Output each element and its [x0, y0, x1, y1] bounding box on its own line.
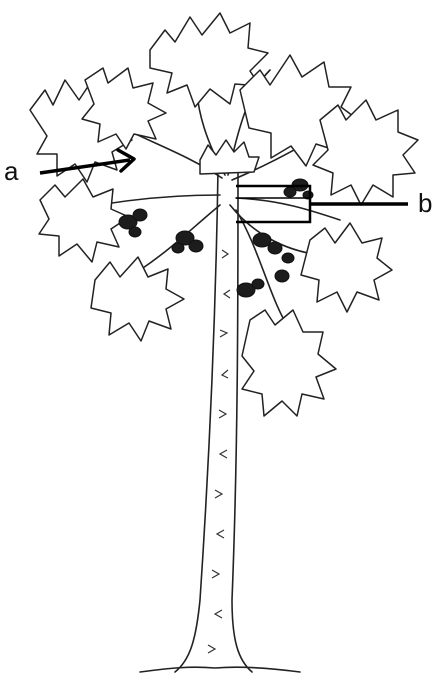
fruit-cluster-lower: [237, 270, 289, 297]
leaf-lower-left: [91, 257, 184, 341]
fruit-cluster-left: [119, 209, 147, 237]
leaf-right: [313, 100, 418, 205]
bracket-pointer-icon: [236, 186, 408, 222]
label-b: b: [418, 190, 432, 216]
leaves: [30, 13, 418, 416]
trunk-leaf-scars: [208, 250, 230, 653]
trunk-outline-right: [232, 170, 252, 672]
leaf-left: [39, 179, 129, 262]
fruit-cluster-upper-right: [284, 179, 313, 199]
ground-line: [140, 667, 300, 672]
leaf-bottom-right: [242, 310, 336, 416]
leaf-lower-right: [301, 223, 392, 312]
crown: [200, 140, 259, 174]
label-a: a: [4, 158, 18, 184]
